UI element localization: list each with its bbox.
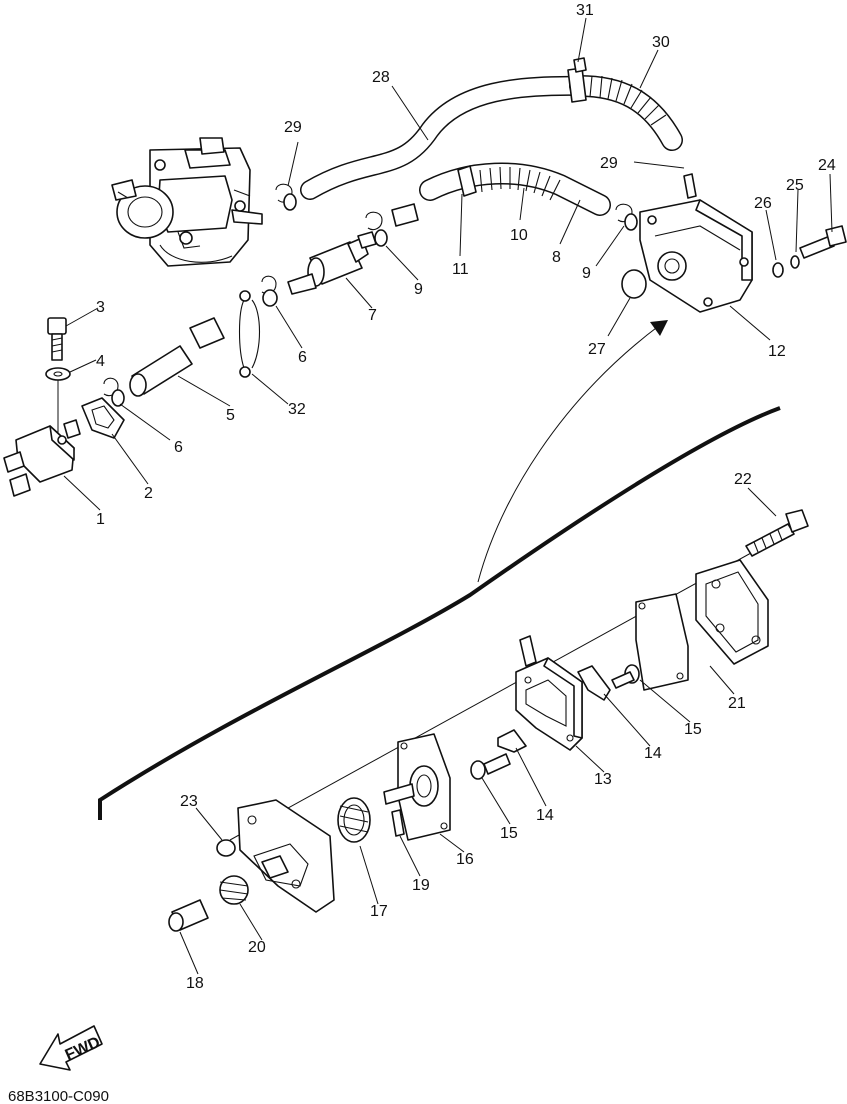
- callout-15-lower: 15: [500, 825, 518, 842]
- callout-10: 10: [510, 227, 528, 244]
- callout-numbers: 31 30 28 29 29 24 25 26 10 8 11 9 9 7 6 …: [96, 2, 836, 992]
- hose-10-corrugated-hose: [419, 162, 611, 216]
- diagram-code: 68B3100-C090: [8, 1088, 109, 1104]
- callout-21: 21: [728, 695, 746, 712]
- washer-4: [45, 367, 71, 381]
- diaphragm-16: [383, 733, 451, 841]
- leader-lines: [63, 17, 833, 975]
- clip-6-lower: [103, 377, 119, 397]
- clip-9-left: [365, 211, 383, 231]
- o-ring-27: [621, 269, 647, 299]
- callout-4: 4: [96, 353, 105, 370]
- callout-11: 11: [452, 261, 469, 278]
- callout-18: 18: [186, 975, 204, 992]
- callout-14-upper: 14: [644, 745, 662, 762]
- callout-1: 1: [96, 511, 105, 528]
- hose-30-corrugated-hose: [567, 57, 683, 151]
- spring-17: [337, 797, 371, 843]
- spring-20: [219, 875, 249, 905]
- pin-19: [391, 809, 405, 837]
- callout-32: 32: [288, 401, 306, 418]
- callout-3: 3: [96, 299, 105, 316]
- callout-24: 24: [818, 157, 836, 174]
- callout-7: 7: [368, 307, 377, 324]
- callout-28: 28: [372, 69, 390, 86]
- washer-25: [790, 255, 800, 269]
- callout-29-right: 29: [600, 155, 618, 172]
- callout-23: 23: [180, 793, 198, 810]
- callout-9-right: 9: [582, 265, 591, 282]
- pump-cover-21: [695, 559, 769, 665]
- diaphragm-plate: [635, 593, 689, 691]
- carburetor-illustration: [111, 137, 263, 267]
- hose-5: [129, 317, 225, 397]
- callout-26: 26: [754, 195, 772, 212]
- pump-base-body: [237, 799, 335, 913]
- exploded-view-arrow: [477, 324, 661, 583]
- hose-28-fuel-hose: [300, 75, 590, 200]
- callout-17: 17: [370, 903, 388, 920]
- callout-12: 12: [768, 343, 786, 360]
- screw-15-lower: [470, 753, 511, 780]
- fuel-pump-assembly-12: [639, 173, 753, 313]
- callout-16: 16: [456, 851, 474, 868]
- fuel-filter-7: [287, 231, 377, 295]
- valve-14-upper: [577, 665, 611, 701]
- clip-29-ring-left: [283, 193, 297, 211]
- callout-15-upper: 15: [684, 721, 702, 738]
- valve-14-lower: [497, 729, 527, 753]
- callout-5: 5: [226, 407, 235, 424]
- callout-14-lower: 14: [536, 807, 554, 824]
- clip-9-right: [615, 203, 633, 223]
- callout-8: 8: [552, 249, 561, 266]
- fuel-joint-1: [3, 419, 81, 497]
- callout-25: 25: [786, 177, 804, 194]
- callout-13: 13: [594, 771, 612, 788]
- clip-9-ring-left: [374, 229, 388, 247]
- callout-22: 22: [734, 471, 752, 488]
- callout-9-left: 9: [414, 281, 423, 298]
- callout-6-upper: 6: [298, 349, 307, 366]
- exploded-view-boundary: [98, 406, 781, 820]
- bolt-24: [799, 225, 847, 259]
- arrow-head: [650, 320, 668, 336]
- callout-19: 19: [412, 877, 430, 894]
- clip-32: [239, 290, 260, 378]
- clip-6-ring-lower: [111, 389, 125, 407]
- callout-27: 27: [588, 341, 606, 358]
- clip-9-ring-right: [624, 213, 638, 231]
- washer-26: [772, 262, 784, 278]
- plunger-18: [168, 899, 209, 932]
- callout-30: 30: [652, 34, 670, 51]
- bolt-22: [745, 509, 809, 557]
- clip-6-ring-upper: [262, 289, 278, 307]
- callout-29-left: 29: [284, 119, 302, 136]
- bolt-3: [47, 317, 67, 361]
- pump-body-13: [515, 635, 583, 751]
- gasket-2: [81, 397, 125, 439]
- screw-15-upper: [611, 664, 640, 689]
- nut-23: [216, 839, 236, 857]
- callout-2: 2: [144, 485, 153, 502]
- fwd-direction-arrow: FWD: [39, 1025, 103, 1071]
- callout-31: 31: [576, 2, 594, 19]
- callout-6-lower: 6: [174, 439, 183, 456]
- callout-20: 20: [248, 939, 266, 956]
- short-hose-piece: [391, 203, 419, 227]
